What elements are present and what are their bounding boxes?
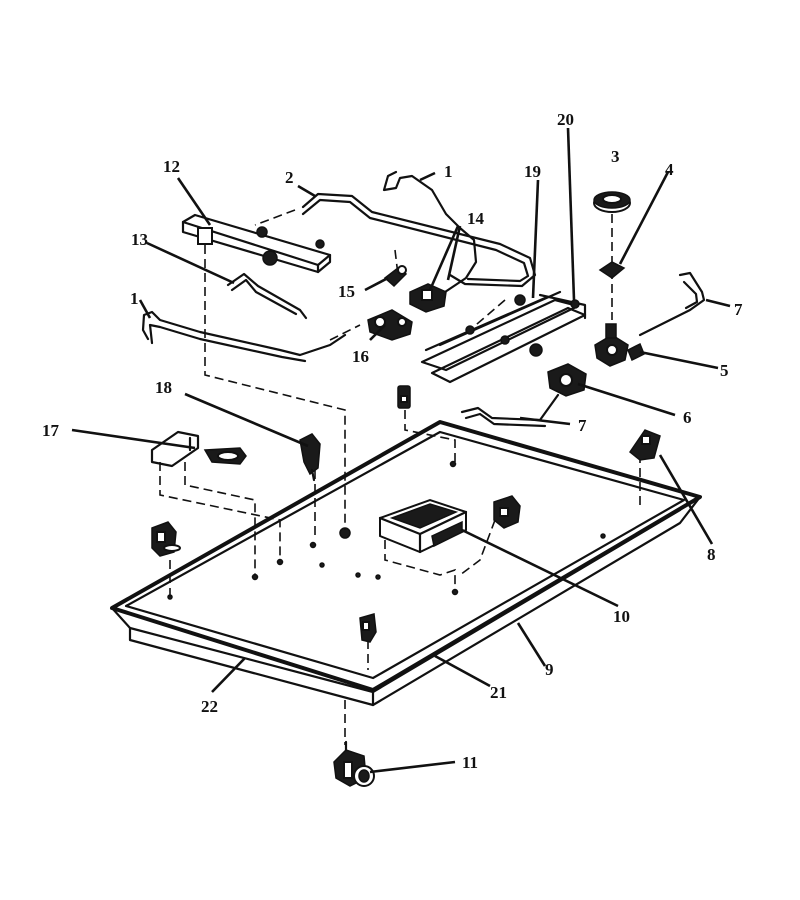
callout-leader-lines: [71, 127, 731, 774]
callout-14: 14: [467, 209, 485, 228]
top-burner: [181, 213, 332, 274]
mounting-bracket-17: [150, 430, 247, 468]
valve-5: [594, 323, 645, 367]
callout-20: 20: [557, 110, 574, 129]
thermocouple-tube-7-right: [638, 271, 706, 337]
callout-19: 19: [524, 162, 541, 181]
valve-6: [547, 363, 587, 397]
callout-labels: 12 2 1 13 1 14 15 16 19 20 3 4 7 5 6 7 1…: [42, 110, 743, 772]
callout-1-lower: 1: [130, 289, 139, 308]
callout-5: 5: [720, 361, 729, 380]
control-knob-3: [593, 191, 631, 213]
manifold-rails: [420, 290, 587, 384]
gas-tube-1-lower: [141, 310, 347, 357]
gas-tube-2: [301, 192, 537, 288]
bezel-4: [598, 261, 626, 279]
gas-tube-7-lower: [460, 393, 560, 422]
spark-module-10: [378, 498, 468, 554]
valve-14: [409, 283, 447, 313]
igniter-18: [299, 433, 321, 482]
leveling-leg-11: [333, 740, 375, 787]
assembly-guide-lines: [159, 200, 641, 745]
gas-tube-13: [226, 272, 308, 320]
callout-18: 18: [155, 378, 172, 397]
callout-10: 10: [613, 607, 630, 626]
callout-9: 9: [545, 660, 554, 679]
callout-21: 21: [490, 683, 507, 702]
callout-1-upper: 1: [444, 162, 453, 181]
callout-16: 16: [352, 347, 369, 366]
tray-clip-right: [493, 495, 521, 529]
fitting-15: [383, 265, 408, 288]
tray-clip-front: [359, 613, 377, 643]
callout-7-right: 7: [734, 300, 743, 319]
callout-17: 17: [42, 421, 60, 440]
callout-4: 4: [665, 160, 674, 179]
tray-clip-left: [151, 521, 181, 557]
callout-12: 12: [163, 157, 180, 176]
callout-6: 6: [683, 408, 692, 427]
callout-2: 2: [285, 168, 294, 187]
callout-15: 15: [338, 282, 355, 301]
electrode-clip: [397, 385, 411, 409]
callout-7-lower: 7: [578, 416, 587, 435]
thermocouple-tube-1-upper: [382, 170, 478, 294]
callout-13: 13: [131, 230, 148, 249]
callout-11: 11: [462, 753, 478, 772]
callout-8: 8: [707, 545, 716, 564]
latch-8: [628, 429, 661, 461]
burner-box-tray: [110, 420, 702, 707]
callout-22: 22: [201, 697, 218, 716]
callout-3: 3: [611, 147, 620, 166]
